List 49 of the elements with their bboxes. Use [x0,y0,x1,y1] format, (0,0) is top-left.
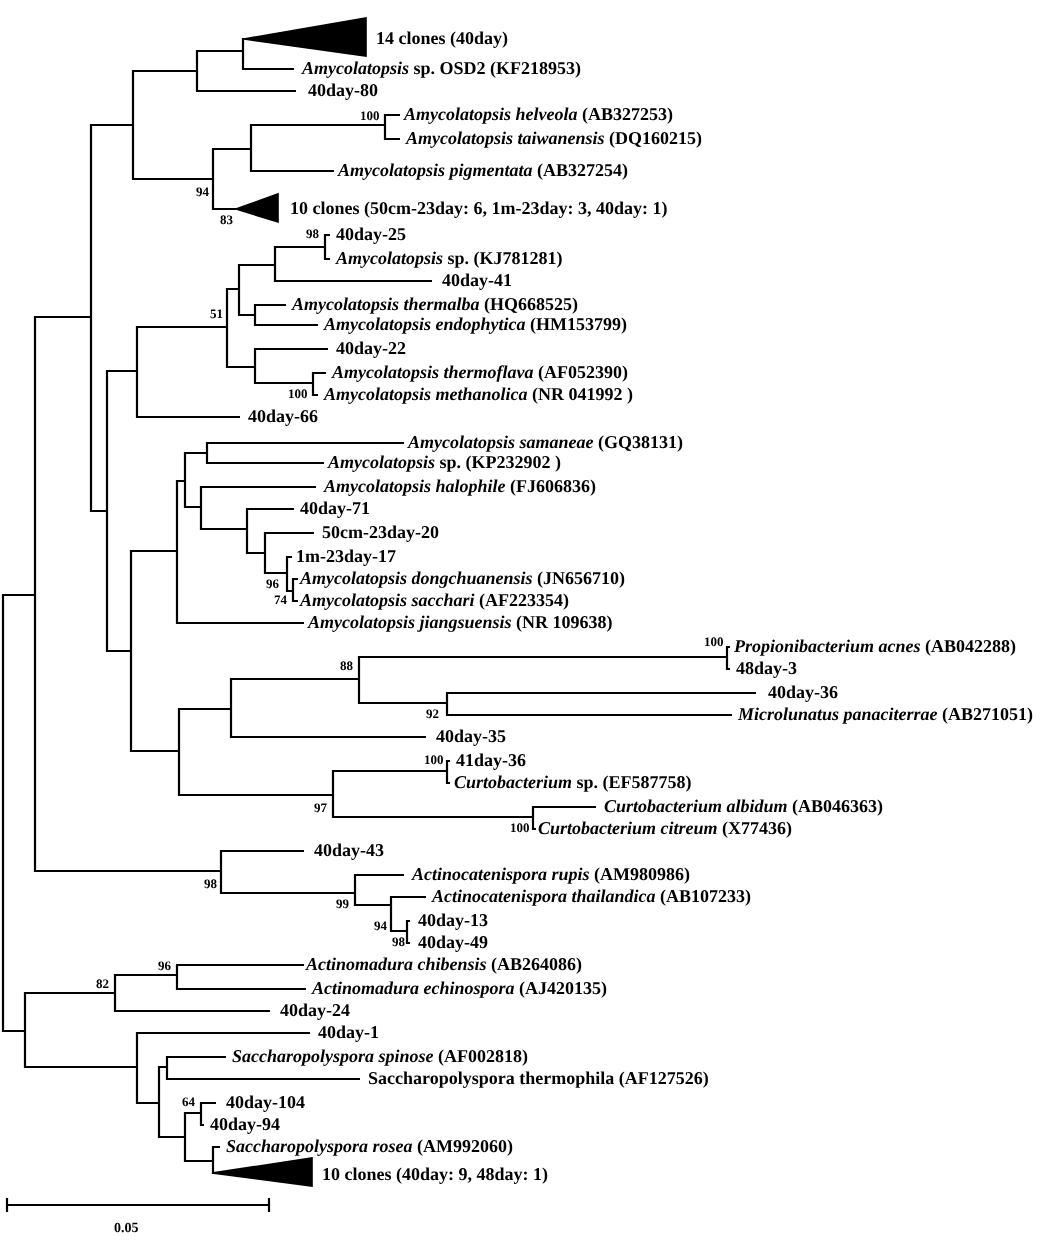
taxon-label: Amycolatopsis pigmentata (AB327254) [338,159,629,181]
taxon-label: Amycolatopsis taiwanensis (DQ160215) [406,127,703,149]
taxon-label: Actinocatenispora thailandica (AB107233) [432,885,752,907]
taxon-label: 40day-13 [418,909,489,931]
taxon-label: Amycolatopsis dongchuanensis (JN656710) [300,567,626,589]
taxon-label: Amycolatopsis sacchari (AF223354) [300,589,569,611]
taxon-label: Saccharopolyspora rosea (AM992060) [226,1135,514,1157]
taxon-label: Amycolatopsis endophytica (HM153799) [324,313,627,335]
taxon-label: Amycolatopsis jiangsuensis (NR 109638) [308,611,613,633]
taxon-label: Amycolatopsis thermoflava (AF052390) [332,361,628,383]
taxon-label: Saccharopolyspora spinose (AF002818) [232,1045,529,1067]
taxon-label: Amycolatopsis methanolica (NR 041992 ) [324,383,634,405]
taxon-label: Propionibacterium acnes (AB042288) [734,635,1017,657]
taxon-label: Amycolatopsis sp. (KJ781281) [336,247,563,269]
taxon-label: 40day-41 [442,269,513,291]
taxon-label: 48day-3 [736,657,798,679]
taxon-label: 40day-25 [336,223,407,245]
taxon-label: 10 clones (50cm-23day: 6, 1m-23day: 3, 40day: 1) [290,197,668,219]
taxon-label: 40day-22 [336,337,407,359]
taxon-label: Curtobacterium sp. (EF587758) [454,771,692,793]
taxon-label: 40day-80 [308,79,379,101]
taxon-label: Actinomadura echinospora (AJ420135) [312,977,608,999]
taxon-label: 10 clones (40day: 9, 48day: 1) [322,1163,548,1185]
taxon-label: Amycolatopsis halophile (FJ606836) [324,475,597,497]
taxon-label: 40day-36 [768,681,839,703]
taxon-label: 1m-23day-17 [296,545,396,567]
taxon-label: 40day-66 [248,405,319,427]
taxon-label: Amycolatopsis samaneae (GQ38131) [408,431,683,453]
taxon-label: 41day-36 [456,749,527,771]
taxon-label: Saccharopolyspora thermophila (AF127526) [368,1067,709,1089]
taxon-label: 40day-49 [418,931,489,953]
taxon-label: Curtobacterium citreum (X77436) [538,817,793,839]
taxon-label: 40day-104 [226,1091,306,1113]
taxon-label: 40day-71 [300,497,371,519]
taxon-label: Curtobacterium albidum (AB046363) [604,795,884,817]
taxon-label: Amycolatopsis sp. (KP232902 ) [328,451,561,473]
taxon-label: 40day-43 [314,839,385,861]
taxon-label: 40day-94 [210,1113,281,1135]
taxon-label: Microlunatus panaciterrae (AB271051) [738,703,1034,725]
taxon-label: 40day-35 [436,725,507,747]
taxon-label: Actinomadura chibensis (AB264086) [306,953,583,975]
taxon-label: 40day-1 [318,1021,380,1043]
taxon-label: Amycolatopsis helveola (AB327253) [404,103,673,125]
taxon-label: 40day-24 [280,999,351,1021]
taxon-label: 14 clones (40day) [376,27,508,49]
taxon-label: Amycolatopsis thermalba (HQ668525) [292,293,579,315]
taxon-label: 50cm-23day-20 [322,521,439,543]
taxon-label: Actinocatenispora rupis (AM980986) [412,863,691,885]
taxon-label: Amycolatopsis sp. OSD2 (KF218953) [302,57,582,79]
